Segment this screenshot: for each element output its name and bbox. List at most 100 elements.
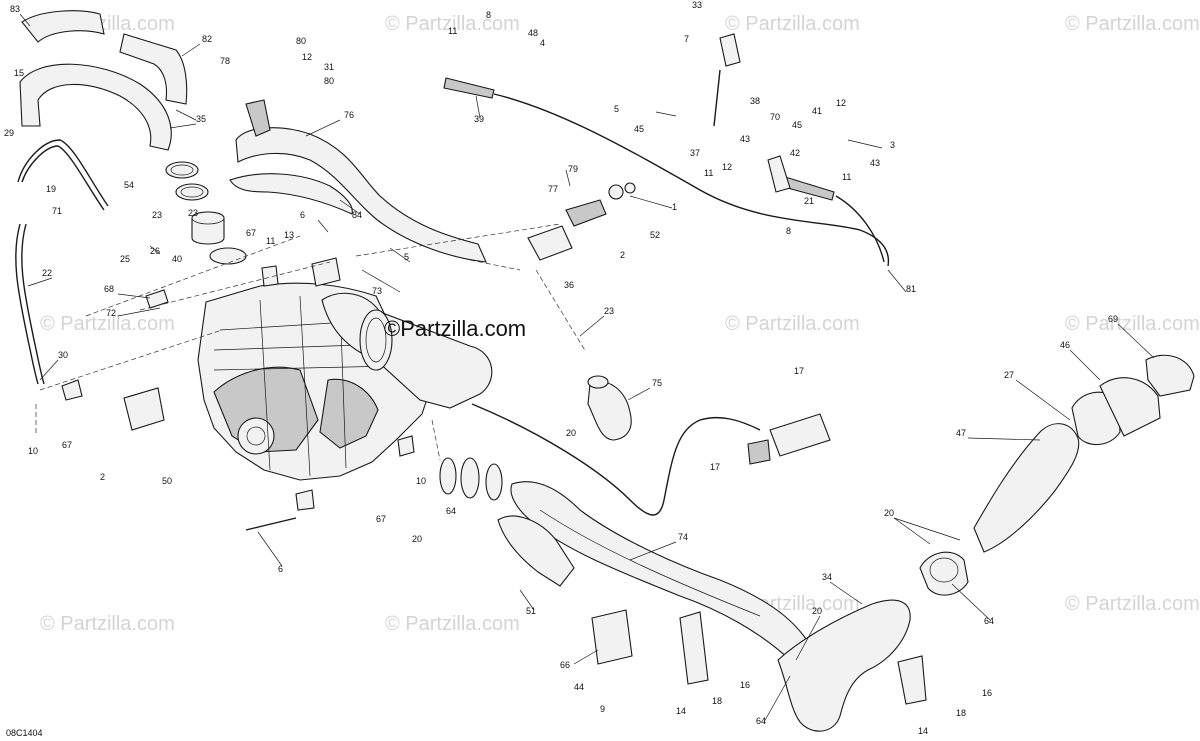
watermark: © Partzilla.com (385, 613, 520, 635)
hose-71 (17, 139, 109, 211)
clamp-23 (175, 183, 209, 201)
watermark: © Partzilla.com (1065, 313, 1200, 335)
callout: 84 (352, 210, 362, 220)
callout: 22 (42, 268, 52, 278)
silencer-69 (1145, 354, 1195, 397)
callout: 70 (770, 112, 780, 122)
bracket-36 (527, 199, 607, 261)
callout: 12 (302, 52, 312, 62)
watermark: © Partzilla.com (40, 613, 175, 635)
callout: 73 (372, 286, 382, 296)
duct-82 (119, 33, 188, 105)
callout: 78 (220, 56, 230, 66)
assembly-lines (35, 223, 587, 461)
callout: 54 (124, 180, 134, 190)
callout: 23 (604, 306, 614, 316)
cap-67 (61, 379, 83, 401)
callout: 11 (448, 26, 457, 36)
callout: 83 (10, 4, 20, 14)
callout: 23 (188, 208, 198, 218)
callout: 11 (266, 236, 275, 246)
callout: 14 (918, 726, 928, 736)
callout: 11 (842, 172, 851, 182)
callout: 7 (684, 34, 689, 44)
linkage-42 (767, 155, 791, 193)
callout: 19 (46, 184, 56, 194)
callout: 2 (100, 472, 105, 482)
callout: 34 (822, 572, 832, 582)
leader-lines (19, 13, 1155, 723)
clamp-23b (209, 247, 247, 265)
callout: 20 (412, 534, 422, 544)
gasket-set-center (439, 457, 503, 501)
callout: 64 (984, 616, 994, 626)
callout: 64 (446, 506, 456, 516)
callout: 47 (956, 428, 966, 438)
callout: 35 (196, 114, 206, 124)
callout: 5 (614, 104, 619, 114)
hose-75 (587, 375, 632, 441)
callout: 23 (152, 210, 162, 220)
callout: 67 (246, 228, 256, 238)
callout: 16 (740, 680, 750, 690)
callout: 30 (58, 350, 68, 360)
callout: 71 (52, 206, 62, 216)
callout: 45 (634, 124, 644, 134)
callout: 82 (202, 34, 212, 44)
throttle-cable (443, 77, 890, 267)
upper-duct-83 (21, 10, 105, 43)
watermark: © Partzilla.com (1065, 593, 1200, 615)
callout: 76 (344, 110, 354, 120)
callout: 18 (712, 696, 722, 706)
callout: 11 (704, 168, 713, 178)
plug-11 (261, 265, 279, 287)
callout: 66 (560, 660, 570, 670)
sensor-73 (311, 257, 341, 287)
callout: 1 (672, 202, 677, 212)
callout: 74 (678, 532, 688, 542)
callout: 13 (284, 230, 294, 240)
callout: 36 (564, 280, 574, 290)
callout: 77 (548, 184, 558, 194)
callout: 27 (1004, 370, 1014, 380)
callout: 15 (14, 68, 24, 78)
pipe-47 (973, 423, 1080, 553)
shield-51 (497, 515, 575, 587)
callout: 67 (376, 514, 386, 524)
center-watermark: ©Partzilla.com (384, 316, 526, 341)
callout: 20 (566, 428, 576, 438)
y-pipe (321, 292, 493, 409)
bracket-right (897, 655, 927, 705)
callout: 81 (906, 284, 916, 294)
callout: 12 (722, 162, 732, 172)
sleeve-40 (191, 211, 225, 245)
callouts: 83 82 15 35 8 48 4 11 80 12 78 31 80 33 … (4, 0, 1118, 736)
callout: 20 (884, 508, 894, 518)
plug-67c (397, 435, 415, 457)
callout: 72 (106, 308, 116, 318)
callout: 45 (792, 120, 802, 130)
bracket-mid (679, 611, 709, 685)
callout: 39 (474, 114, 484, 124)
callout: 2 (620, 250, 625, 260)
callout: 29 (4, 128, 14, 138)
pulley-52 (608, 182, 636, 200)
watermark-group: © Partzilla.com © Partzilla.com © Partzi… (40, 13, 1200, 635)
callout: 67 (62, 440, 72, 450)
callout: 31 (324, 62, 334, 72)
callout: 8 (786, 226, 791, 236)
callout: 79 (568, 164, 578, 174)
intake-tube-35 (19, 63, 172, 151)
callout: 68 (104, 284, 114, 294)
callout: 6 (300, 210, 305, 220)
callout: 40 (172, 254, 182, 264)
callout: 26 (150, 246, 160, 256)
callout: 25 (120, 254, 130, 264)
callout: 80 (296, 36, 306, 46)
callout: 17 (710, 462, 720, 472)
callout: 37 (690, 148, 700, 158)
callout: 18 (956, 708, 966, 718)
watermark: © Partzilla.com (385, 13, 520, 35)
callout: 17 (794, 366, 804, 376)
